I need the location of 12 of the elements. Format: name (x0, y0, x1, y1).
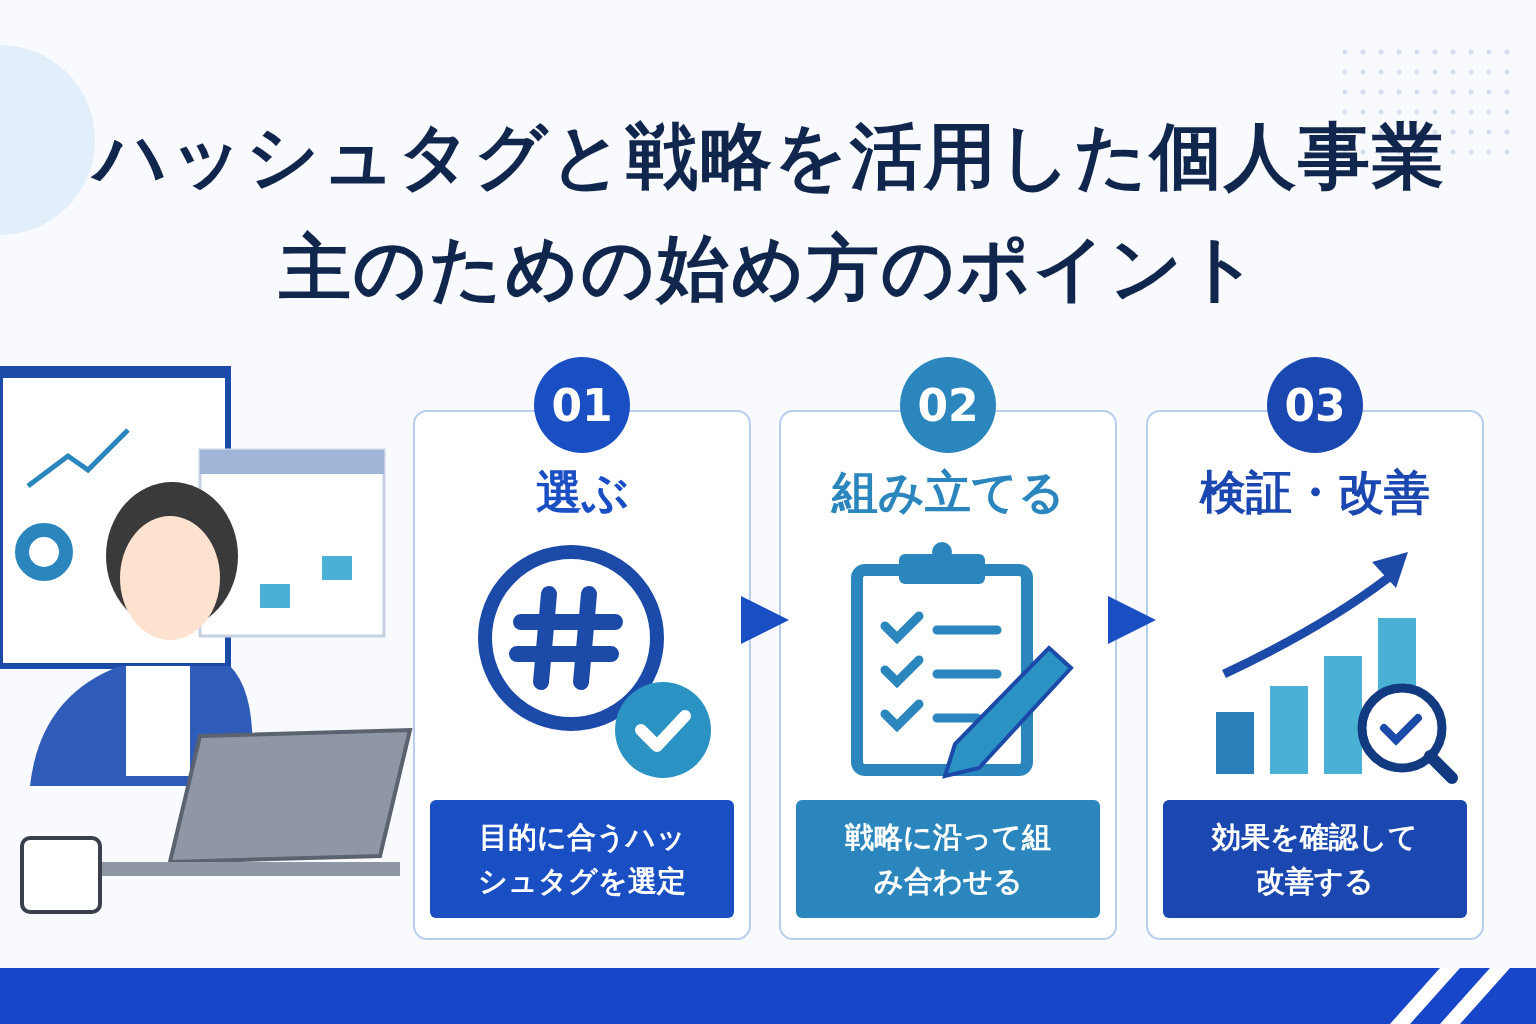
arrow (741, 596, 789, 644)
description-banner: 目的に合うハッシュタグを選定 (430, 800, 734, 918)
step-number: 02 (900, 357, 996, 453)
step-number: 03 (1267, 357, 1363, 453)
step-number: 01 (534, 357, 630, 453)
arrow (1108, 596, 1156, 644)
step-heading: 検証・改善 (1198, 464, 1431, 521)
step-heading: 選ぶ (534, 464, 630, 521)
description-banner: 効果を確認して改善する (1163, 800, 1467, 918)
description-banner: 戦略に沿って組み合わせる (796, 800, 1100, 918)
step-heading: 組み立てる (830, 464, 1066, 521)
title: ハッシュタグと戦略を活用した個人事業主のための始め方のポイント (60, 100, 1480, 324)
